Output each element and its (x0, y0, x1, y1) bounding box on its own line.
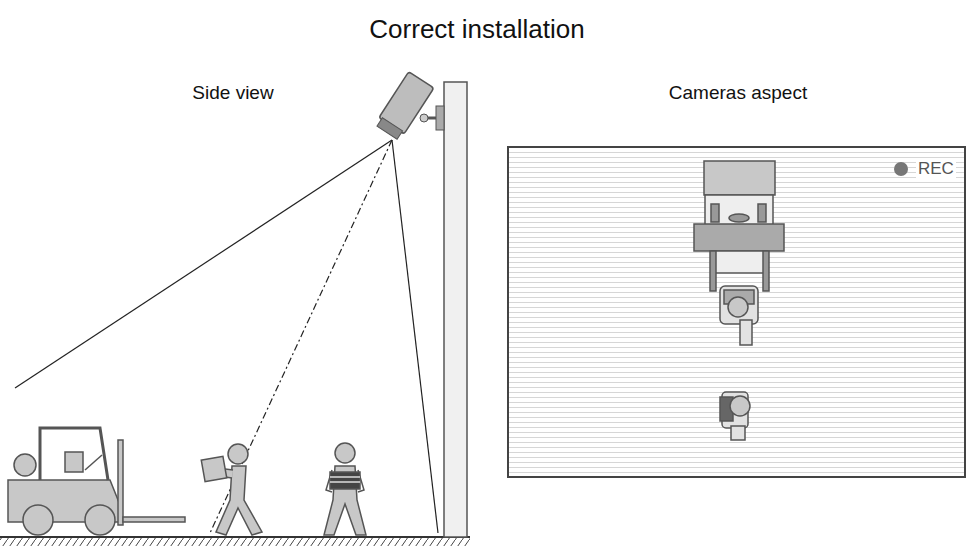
panel-heading: Side view (192, 83, 273, 104)
rec-indicator: REC (916, 160, 956, 179)
person-with-stack (324, 443, 366, 535)
view-line-lower (392, 140, 438, 533)
rec-dot (894, 162, 908, 176)
screen-bg (508, 147, 965, 477)
panel-heading: Cameras aspect (669, 83, 807, 104)
ground-line (0, 536, 470, 538)
camera-screen (508, 147, 965, 477)
person-with-box (201, 444, 262, 535)
ground-hatch (0, 537, 470, 546)
camera (374, 72, 444, 141)
forklift-side (8, 428, 185, 535)
forklift-top (694, 161, 784, 291)
person-top-2 (720, 392, 750, 440)
view-line-upper (15, 140, 392, 388)
wall (444, 82, 467, 537)
page-title: Correct installation (369, 15, 584, 44)
person-top-1 (720, 286, 758, 345)
